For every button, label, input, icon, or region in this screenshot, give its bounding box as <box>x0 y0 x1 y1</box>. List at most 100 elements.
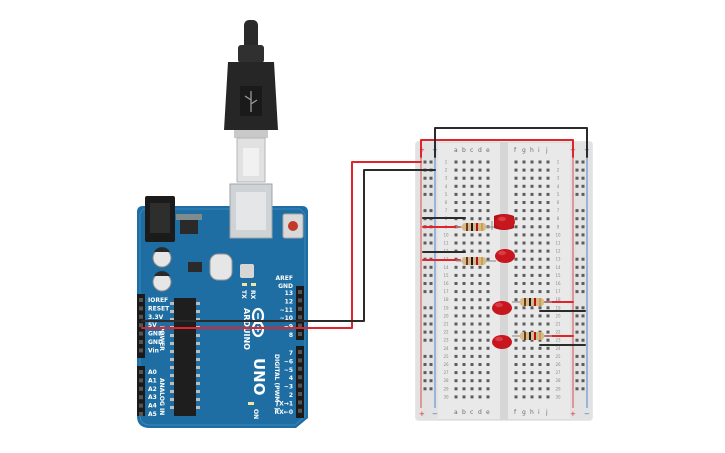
breadboard-hole[interactable] <box>522 176 526 180</box>
breadboard-hole[interactable] <box>478 168 482 172</box>
rail-hole[interactable] <box>429 282 433 285</box>
rail-hole[interactable] <box>423 322 427 326</box>
rail-hole[interactable] <box>575 160 579 164</box>
header-pin[interactable] <box>298 375 302 380</box>
rail-hole[interactable] <box>423 282 427 285</box>
breadboard-hole[interactable] <box>462 379 466 383</box>
rail-hole[interactable] <box>575 257 579 261</box>
breadboard-hole[interactable] <box>462 168 466 172</box>
breadboard-hole[interactable] <box>522 306 526 310</box>
rail-hole[interactable] <box>581 265 585 269</box>
breadboard-hole[interactable] <box>478 249 482 253</box>
rail-hole[interactable] <box>581 160 585 164</box>
breadboard-hole[interactable] <box>486 176 490 180</box>
breadboard-hole[interactable] <box>538 371 542 375</box>
breadboard-hole[interactable] <box>522 241 526 245</box>
rail-hole[interactable] <box>429 184 433 188</box>
breadboard-hole[interactable] <box>538 322 542 326</box>
breadboard-hole[interactable] <box>486 249 490 253</box>
rail-hole[interactable] <box>575 184 579 188</box>
breadboard-hole[interactable] <box>486 395 490 399</box>
rail-hole[interactable] <box>581 354 585 358</box>
breadboard-hole[interactable] <box>470 298 474 302</box>
breadboard-hole[interactable] <box>470 322 474 326</box>
breadboard-hole[interactable] <box>538 265 542 269</box>
breadboard-hole[interactable] <box>522 379 526 383</box>
rail-hole[interactable] <box>581 168 585 172</box>
rail-hole[interactable] <box>429 290 433 294</box>
rail-hole[interactable] <box>575 314 579 318</box>
breadboard-hole[interactable] <box>514 379 518 383</box>
rail-hole[interactable] <box>429 192 433 196</box>
breadboard-hole[interactable] <box>462 160 466 164</box>
breadboard-hole[interactable] <box>454 265 458 269</box>
breadboard-hole[interactable] <box>538 314 542 318</box>
breadboard-hole[interactable] <box>462 346 466 350</box>
breadboard-hole[interactable] <box>514 290 518 294</box>
breadboard-hole[interactable] <box>486 298 490 302</box>
rail-hole[interactable] <box>575 168 579 172</box>
breadboard-hole[interactable] <box>470 249 474 253</box>
breadboard-hole[interactable] <box>530 371 534 375</box>
breadboard-hole[interactable] <box>530 346 534 350</box>
breadboard-hole[interactable] <box>478 233 482 237</box>
breadboard-hole[interactable] <box>478 201 482 204</box>
breadboard-hole[interactable] <box>522 273 526 277</box>
breadboard-hole[interactable] <box>470 395 474 399</box>
breadboard-hole[interactable] <box>514 363 518 366</box>
breadboard-hole[interactable] <box>486 387 490 391</box>
rail-hole[interactable] <box>575 363 579 366</box>
breadboard-hole[interactable] <box>514 387 518 391</box>
rail-hole[interactable] <box>423 371 427 375</box>
breadboard-hole[interactable] <box>530 217 534 221</box>
rail-hole[interactable] <box>581 314 585 318</box>
breadboard-hole[interactable] <box>530 184 534 188</box>
breadboard-hole[interactable] <box>470 379 474 383</box>
breadboard-hole[interactable] <box>478 346 482 350</box>
rail-hole[interactable] <box>581 338 585 342</box>
rail-hole[interactable] <box>581 184 585 188</box>
breadboard-hole[interactable] <box>454 184 458 188</box>
breadboard-hole[interactable] <box>470 241 474 245</box>
breadboard-hole[interactable] <box>538 395 542 399</box>
breadboard-hole[interactable] <box>522 338 526 342</box>
breadboard-hole[interactable] <box>514 201 518 204</box>
breadboard-hole[interactable] <box>514 241 518 245</box>
rail-hole[interactable] <box>575 192 579 196</box>
breadboard-hole[interactable] <box>530 395 534 399</box>
breadboard-hole[interactable] <box>538 338 542 342</box>
rail-hole[interactable] <box>575 306 579 310</box>
rail-hole[interactable] <box>581 176 585 180</box>
wire-rail-red-bridge[interactable] <box>420 139 574 158</box>
rail-hole[interactable] <box>429 265 433 269</box>
breadboard-hole[interactable] <box>546 314 550 318</box>
rail-hole[interactable] <box>581 379 585 383</box>
breadboard-hole[interactable] <box>478 330 482 334</box>
rail-hole[interactable] <box>575 379 579 383</box>
breadboard-hole[interactable] <box>454 201 458 204</box>
breadboard-hole[interactable] <box>530 176 534 180</box>
breadboard-hole[interactable] <box>486 354 490 358</box>
breadboard-hole[interactable] <box>486 241 490 245</box>
rail-hole[interactable] <box>423 338 427 342</box>
breadboard-hole[interactable] <box>486 168 490 172</box>
breadboard-hole[interactable] <box>486 282 490 285</box>
breadboard-hole[interactable] <box>462 201 466 204</box>
breadboard-hole[interactable] <box>522 395 526 399</box>
breadboard-hole[interactable] <box>462 363 466 366</box>
header-pin[interactable] <box>139 403 143 408</box>
breadboard-hole[interactable] <box>522 346 526 350</box>
breadboard-hole[interactable] <box>486 201 490 204</box>
breadboard-hole[interactable] <box>454 209 458 213</box>
breadboard-hole[interactable] <box>546 387 550 391</box>
breadboard-hole[interactable] <box>514 282 518 285</box>
breadboard-hole[interactable] <box>514 395 518 399</box>
breadboard-hole[interactable] <box>538 346 542 350</box>
rail-hole[interactable] <box>581 233 585 237</box>
header-pin[interactable] <box>139 306 143 311</box>
breadboard-hole[interactable] <box>462 306 466 310</box>
breadboard-hole[interactable] <box>514 249 518 253</box>
breadboard-hole[interactable] <box>530 314 534 318</box>
breadboard-hole[interactable] <box>470 330 474 334</box>
rail-hole[interactable] <box>429 209 433 213</box>
